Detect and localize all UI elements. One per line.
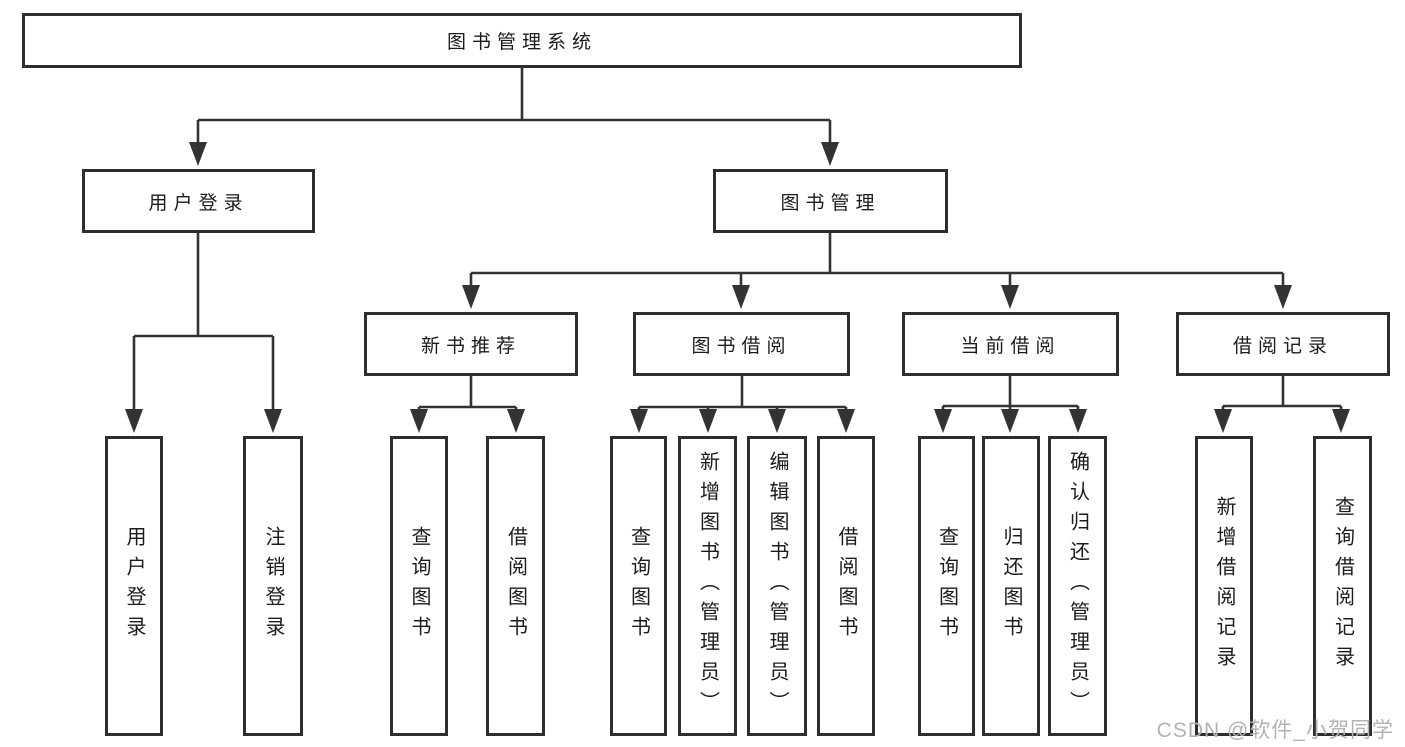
leaf-cb-return-books-label: 归还图书 bbox=[1000, 526, 1022, 646]
leaf-bb-edit-books-admin-label: 编辑图书（管理员） bbox=[766, 451, 788, 721]
leaf-br-add-record: 新增借阅记录 bbox=[1195, 436, 1253, 736]
leaf-bb-query-books-label: 查询图书 bbox=[627, 526, 650, 646]
node-root: 图书管理系统 bbox=[22, 13, 1022, 68]
node-user-login-label: 用户登录 bbox=[148, 192, 249, 214]
leaf-logout-login-label: 注销登录 bbox=[262, 526, 284, 646]
node-new-book-recommend: 新书推荐 bbox=[364, 312, 578, 376]
leaf-bb-borrow-books-label: 借阅图书 bbox=[835, 526, 857, 646]
leaf-br-query-record: 查询借阅记录 bbox=[1313, 436, 1372, 736]
node-borrow-records: 借阅记录 bbox=[1176, 312, 1390, 376]
leaf-br-query-record-label: 查询借阅记录 bbox=[1331, 496, 1354, 676]
node-root-label: 图书管理系统 bbox=[446, 32, 597, 53]
node-book-management-label: 图书管理 bbox=[780, 192, 881, 214]
csdn-watermark: CSDN @软件_小贺同学 bbox=[1156, 719, 1394, 742]
leaf-bb-edit-books-admin: 编辑图书（管理员） bbox=[747, 436, 807, 736]
leaf-cb-query-books-label: 查询图书 bbox=[935, 526, 958, 646]
leaf-user-login: 用户登录 bbox=[105, 436, 163, 736]
leaf-nbr-borrow-books: 借阅图书 bbox=[486, 436, 545, 736]
leaf-bb-add-books-admin: 新增图书（管理员） bbox=[678, 436, 737, 736]
node-current-borrow: 当前借阅 bbox=[902, 312, 1119, 376]
node-book-management: 图书管理 bbox=[713, 169, 948, 233]
node-new-book-recommend-label: 新书推荐 bbox=[420, 335, 521, 357]
leaf-cb-return-books: 归还图书 bbox=[982, 436, 1040, 736]
leaf-cb-query-books: 查询图书 bbox=[918, 436, 975, 736]
node-user-login: 用户登录 bbox=[82, 169, 315, 233]
leaf-bb-query-books: 查询图书 bbox=[610, 436, 667, 736]
leaf-nbr-borrow-books-label: 借阅图书 bbox=[504, 526, 527, 646]
node-book-borrow: 图书借阅 bbox=[633, 312, 850, 376]
leaf-nbr-query-books-label: 查询图书 bbox=[408, 526, 430, 646]
leaf-bb-add-books-admin-label: 新增图书（管理员） bbox=[696, 451, 719, 721]
leaf-logout-login: 注销登录 bbox=[243, 436, 303, 736]
node-book-borrow-label: 图书借阅 bbox=[691, 335, 792, 357]
leaf-nbr-query-books: 查询图书 bbox=[390, 436, 448, 736]
leaf-cb-confirm-return-admin-label: 确认归还（管理员） bbox=[1066, 451, 1089, 721]
leaf-cb-confirm-return-admin: 确认归还（管理员） bbox=[1048, 436, 1107, 736]
leaf-user-login-label: 用户登录 bbox=[123, 526, 145, 646]
node-current-borrow-label: 当前借阅 bbox=[960, 335, 1061, 357]
node-borrow-records-label: 借阅记录 bbox=[1232, 335, 1333, 357]
leaf-bb-borrow-books: 借阅图书 bbox=[817, 436, 875, 736]
leaf-br-add-record-label: 新增借阅记录 bbox=[1213, 496, 1235, 676]
